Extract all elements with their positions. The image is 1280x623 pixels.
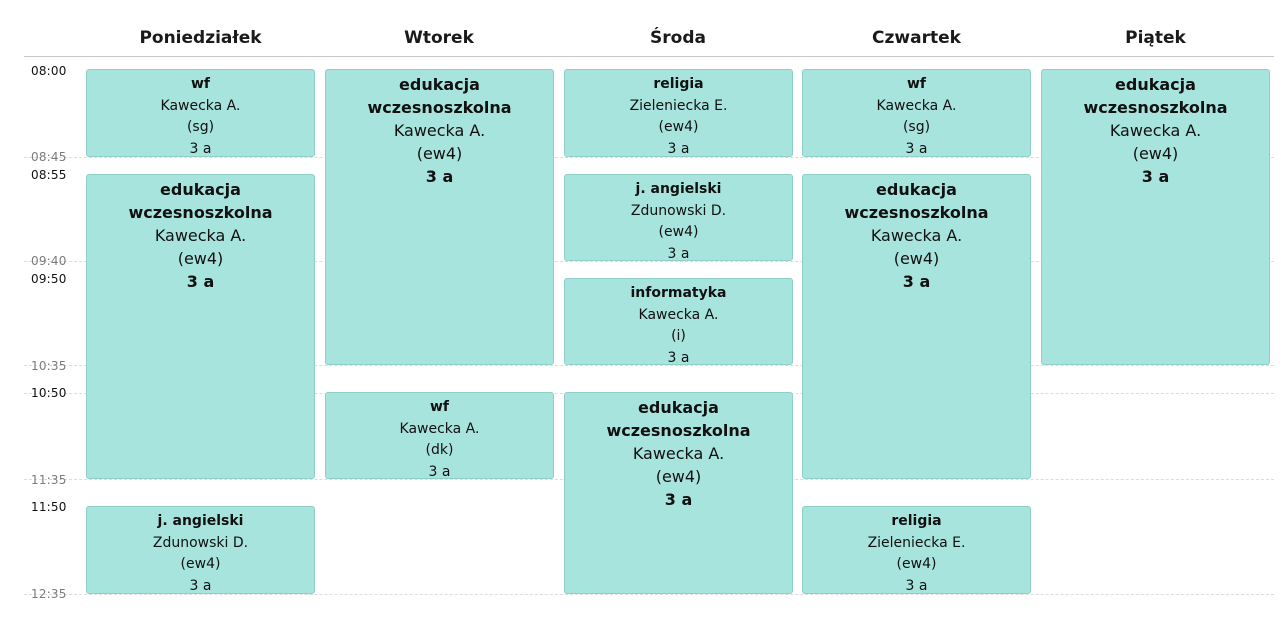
lesson-room: (ew4)	[658, 119, 699, 135]
lesson-teacher: Zdunowski D.	[152, 534, 249, 551]
time-label-start: 09:50	[31, 272, 67, 286]
time-label-end: 11:35	[31, 473, 67, 487]
lesson-teacher: Kawecka A.	[1109, 121, 1202, 140]
lesson-room: (ew4)	[655, 467, 702, 486]
day-header-wtorek: Wtorek	[404, 28, 474, 48]
lesson-group: 3 a	[667, 349, 690, 365]
lesson-teacher: Kawecka A.	[876, 97, 957, 114]
lesson-teacher: Zdunowski D.	[630, 202, 727, 219]
lesson-group: 3 a	[186, 272, 215, 291]
lesson-room: (ew4)	[1132, 144, 1179, 163]
lesson-teacher: Zieleniecka E.	[867, 534, 966, 551]
lesson-room: (sg)	[186, 119, 215, 135]
lesson-teacher: Kawecka A.	[632, 444, 725, 463]
gridline	[24, 365, 1274, 366]
lesson-group: 3 a	[902, 272, 931, 291]
lesson-room: (ew4)	[896, 556, 937, 572]
lesson-group: 3 a	[189, 140, 212, 157]
day-header-sroda: Środa	[650, 28, 706, 48]
lesson-room: (sg)	[902, 119, 931, 135]
lesson-subject: religia	[653, 76, 704, 92]
time-label-start: 10:50	[31, 386, 67, 400]
day-header-piatek: Piątek	[1125, 28, 1186, 48]
gridline	[24, 261, 1274, 262]
gridline	[24, 594, 1274, 595]
lesson-teacher: Kawecka A.	[393, 121, 486, 140]
time-label-start: 08:55	[31, 168, 67, 182]
lesson-teacher: Zieleniecka E.	[629, 97, 728, 114]
day-header-poniedzialek: Poniedziałek	[139, 28, 262, 48]
time-label-end: 12:35	[31, 587, 67, 601]
lesson-room: (ew4)	[416, 144, 463, 163]
lesson-room: (ew4)	[658, 224, 699, 240]
lesson-group: 3 a	[1141, 167, 1170, 186]
lesson-room: (ew4)	[180, 556, 221, 572]
lesson-group: 3 a	[664, 490, 693, 509]
lesson-group: 3 a	[189, 577, 212, 594]
lesson-group: 3 a	[667, 140, 690, 157]
time-label-end: 08:45	[31, 150, 67, 164]
lesson-subject: religia	[891, 513, 942, 529]
lesson-teacher: Kawecka A.	[870, 226, 963, 245]
lesson-room: (ew4)	[177, 249, 224, 268]
lesson-room: (ew4)	[893, 249, 940, 268]
lesson-group: 3 a	[667, 245, 690, 261]
lesson-room: (dk)	[425, 442, 454, 458]
lesson-group: 3 a	[425, 167, 454, 186]
lesson-subject: wf	[190, 76, 211, 92]
lesson-subject: wf	[429, 399, 450, 415]
lesson-group: 3 a	[428, 463, 451, 479]
lesson-subject: edukacja wczesnoszkolna	[128, 180, 273, 222]
lesson-teacher: Kawecka A.	[160, 97, 241, 114]
lesson-subject: informatyka	[630, 285, 727, 301]
lesson-subject: edukacja wczesnoszkolna	[1083, 75, 1228, 117]
lesson-subject: edukacja wczesnoszkolna	[844, 180, 989, 222]
lesson-subject: wf	[906, 76, 927, 92]
lesson-room: (i)	[671, 328, 686, 344]
lesson-teacher: Kawecka A.	[399, 420, 480, 437]
time-label-end: 09:40	[31, 254, 67, 268]
lesson-teacher: Kawecka A.	[154, 226, 247, 245]
gridline	[24, 157, 1274, 158]
lesson-teacher: Kawecka A.	[638, 306, 719, 323]
lesson-subject: j. angielski	[157, 513, 244, 529]
lesson-subject: edukacja wczesnoszkolna	[606, 398, 751, 440]
lesson-group: 3 a	[905, 140, 928, 157]
lesson-subject: edukacja wczesnoszkolna	[367, 75, 512, 117]
day-header-czwartek: Czwartek	[872, 28, 961, 48]
time-label-start: 08:00	[31, 64, 67, 78]
lesson-group: 3 a	[905, 577, 928, 594]
lesson-subject: j. angielski	[635, 181, 722, 197]
time-label-start: 11:50	[31, 500, 67, 514]
time-label-end: 10:35	[31, 359, 67, 373]
header-divider	[24, 56, 1274, 57]
